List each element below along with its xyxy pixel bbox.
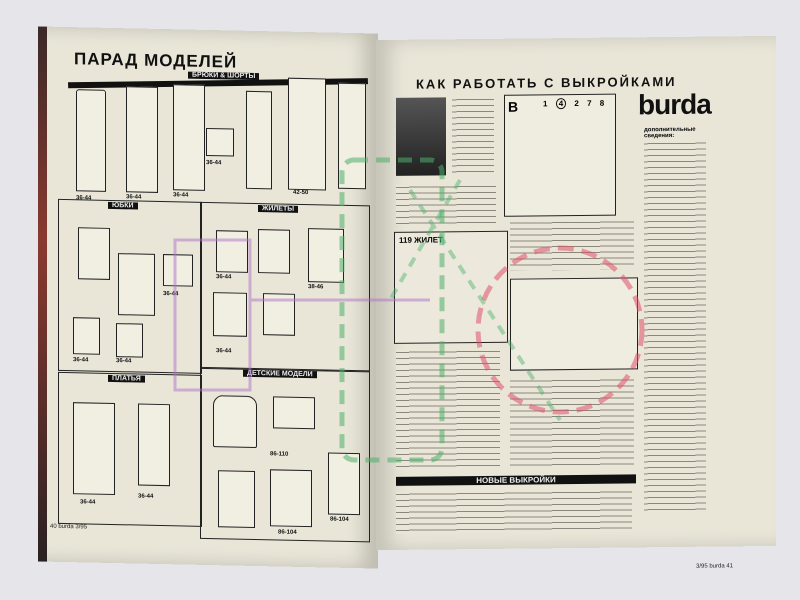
watermark-purple-lines	[173, 238, 430, 392]
watermark-green-frame	[339, 157, 445, 463]
watermark-green-lines	[388, 178, 562, 422]
watermark-pink-circle	[475, 245, 645, 415]
